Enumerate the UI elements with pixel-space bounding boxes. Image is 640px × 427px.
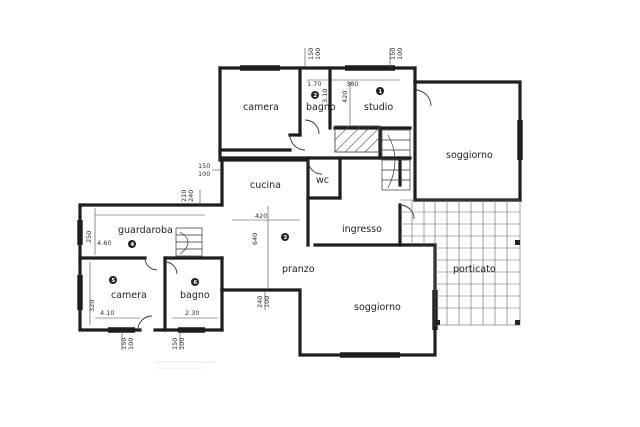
scan-artifacts bbox=[155, 361, 215, 369]
room-camera-bottom: camera bbox=[111, 290, 147, 301]
window-marks bbox=[77, 65, 523, 358]
dim-bottom-150b: 150 bbox=[171, 338, 179, 350]
dim-bagno-170: 1.70 bbox=[307, 80, 321, 88]
dim-top-150b: 150 bbox=[389, 48, 397, 60]
dim-bagno-310: 3.10 bbox=[321, 89, 329, 103]
dim-bagno-230: 2.30 bbox=[185, 309, 199, 317]
wall-hatching bbox=[334, 125, 381, 153]
dim-cucina-150: 150 bbox=[198, 162, 210, 170]
dim-sogg-100: 100 bbox=[263, 296, 271, 308]
badge-bagno-top: 2 bbox=[311, 91, 319, 99]
room-camera-top: camera bbox=[243, 102, 279, 113]
room-bagno-bottom: bagno bbox=[180, 290, 210, 301]
room-cucina: cucina bbox=[250, 180, 281, 191]
room-porticato: porticato bbox=[453, 264, 496, 275]
walls bbox=[78, 66, 522, 357]
dim-sogg-240: 240 bbox=[256, 296, 264, 308]
dim-bottom-100a: 100 bbox=[127, 338, 135, 350]
badge-bagno-bottom: 6 bbox=[191, 278, 199, 286]
room-ingresso: ingresso bbox=[342, 224, 382, 235]
svg-text:3: 3 bbox=[283, 235, 287, 241]
badge-pranzo: 3 bbox=[281, 233, 289, 241]
room-pranzo: pranzo bbox=[282, 264, 315, 275]
dim-bottom-150a: 150 bbox=[120, 338, 128, 350]
dim-studio-420: 420 bbox=[341, 91, 349, 103]
dimension-labels: 150 100 150 100 1.70 3.10 380 420 150 10… bbox=[85, 48, 404, 350]
svg-text:4: 4 bbox=[130, 242, 134, 248]
dimension-lines bbox=[89, 48, 400, 350]
dim-top-100: 100 bbox=[314, 48, 322, 60]
room-soggiorno-bottom: soggiorno bbox=[354, 302, 401, 313]
badge-camera-bottom: 5 bbox=[109, 276, 117, 284]
dim-guard-240: 240 bbox=[187, 190, 195, 202]
room-bagno-top: bagno bbox=[306, 102, 336, 113]
room-soggiorno-right: soggiorno bbox=[446, 150, 493, 161]
dim-studio-380: 380 bbox=[346, 80, 358, 88]
svg-text:5: 5 bbox=[111, 278, 115, 284]
svg-text:2: 2 bbox=[313, 93, 317, 99]
dim-pranzo-420: 420 bbox=[255, 212, 267, 220]
doors bbox=[137, 89, 432, 331]
room-badges: 1 2 3 4 5 6 bbox=[109, 87, 384, 286]
dim-cucina-100: 100 bbox=[198, 170, 210, 178]
dim-guard-210: 210 bbox=[180, 190, 188, 202]
dim-top-150: 150 bbox=[307, 48, 315, 60]
dim-guard-460: 4.60 bbox=[97, 239, 111, 247]
dim-guard-250: 250 bbox=[85, 231, 93, 243]
badge-studio: 1 bbox=[376, 87, 384, 95]
dim-bottom-100b: 100 bbox=[178, 338, 186, 350]
dim-pranzo-640: 640 bbox=[251, 233, 259, 245]
room-studio: studio bbox=[364, 102, 393, 113]
badge-guardaroba: 4 bbox=[128, 240, 136, 248]
stairs bbox=[175, 129, 411, 257]
room-labels: camera bagno studio soggiorno cucina wc … bbox=[111, 102, 496, 313]
svg-text:6: 6 bbox=[193, 280, 197, 286]
dim-top-100b: 100 bbox=[396, 48, 404, 60]
svg-text:1: 1 bbox=[378, 89, 382, 95]
room-guardaroba: guardaroba bbox=[118, 225, 173, 236]
porticato-grid bbox=[400, 199, 521, 326]
room-wc: wc bbox=[316, 175, 329, 186]
dim-camera-410: 4.10 bbox=[100, 309, 114, 317]
dim-camera-320: 320 bbox=[88, 300, 96, 312]
